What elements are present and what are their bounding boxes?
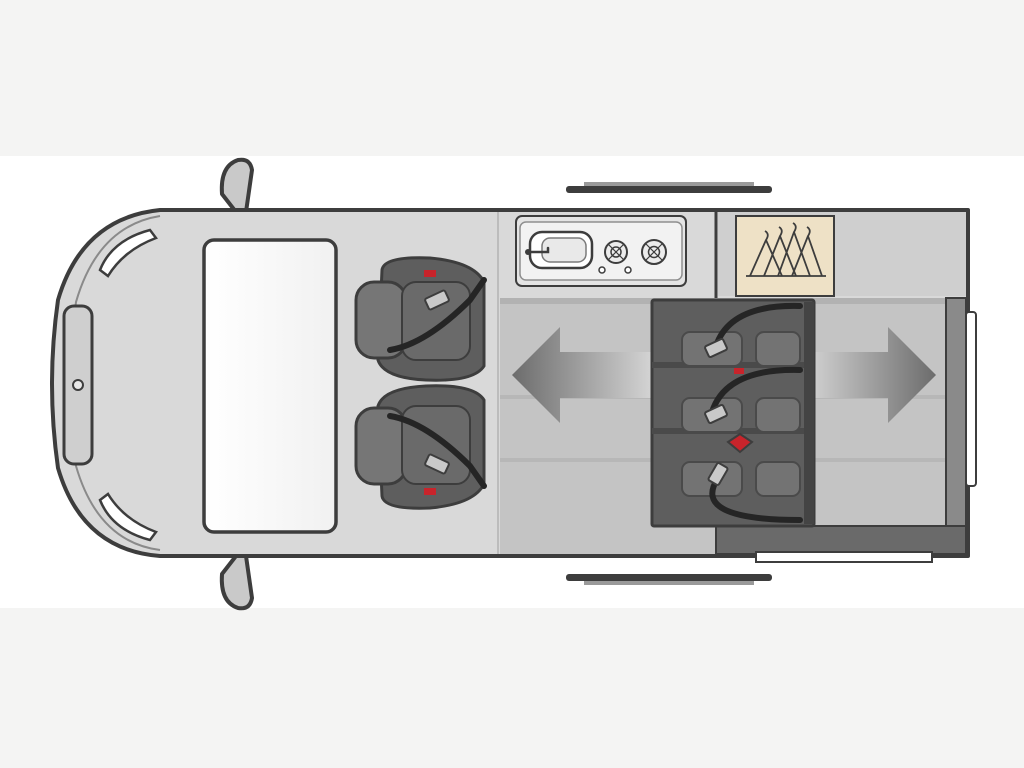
windscreen — [202, 238, 338, 534]
headlights — [98, 228, 159, 542]
kitchen-unit — [515, 215, 687, 287]
double-arrow-icon — [512, 327, 936, 423]
passenger-seat — [354, 384, 487, 510]
side-mirrors — [219, 157, 254, 611]
sink-icon — [525, 230, 594, 270]
seat-belt-buckles — [704, 337, 754, 486]
hob-burner-icon — [598, 239, 667, 274]
wardrobe — [714, 212, 966, 298]
van-cab — [62, 215, 161, 551]
driver-seat — [354, 256, 487, 382]
rear-doors — [715, 297, 977, 563]
hanger-icon — [746, 222, 826, 277]
rear-bench-seat — [650, 298, 816, 528]
side-steps — [566, 182, 772, 585]
seat-belts — [709, 302, 803, 523]
